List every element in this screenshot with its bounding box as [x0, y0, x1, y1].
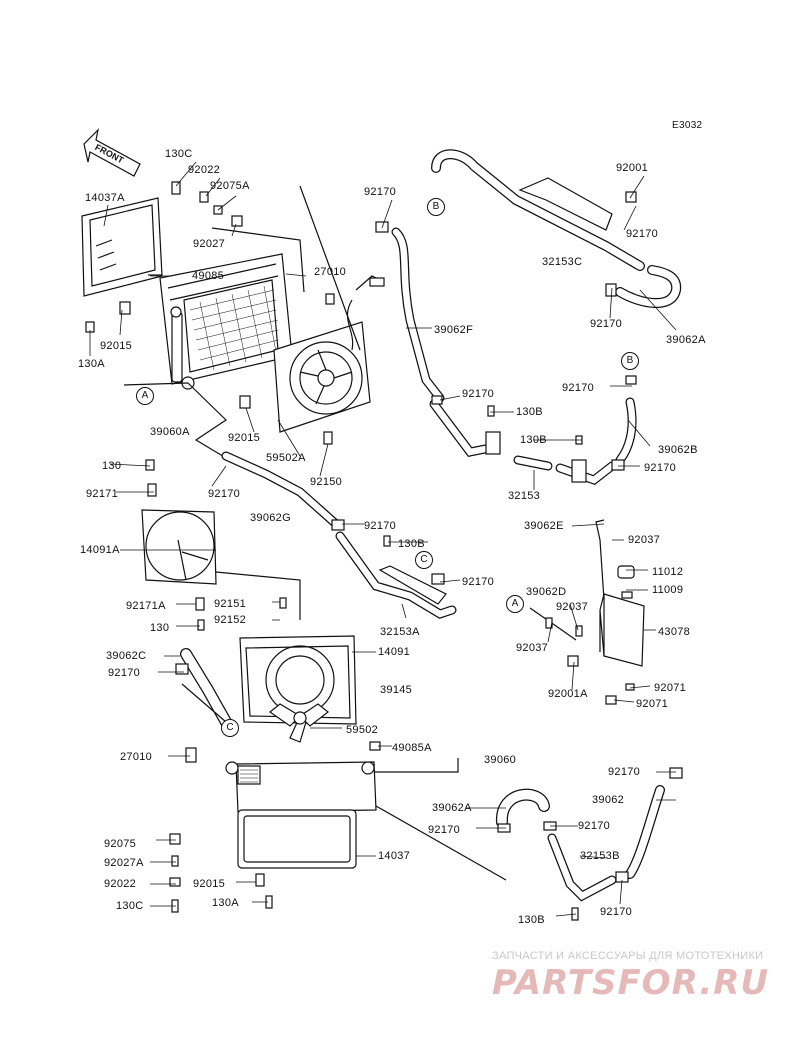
diagram-code: E3032 [672, 120, 703, 131]
callout-c: C [415, 551, 433, 569]
part-label: 39062 [592, 794, 625, 806]
part-label: 92150 [310, 476, 343, 488]
part-label: 49085A [392, 742, 432, 754]
part-label: 92170 [364, 520, 397, 532]
part-label: 92170 [608, 766, 641, 778]
part-label: 32153 [508, 490, 541, 502]
callout-a: A [506, 595, 524, 613]
part-label: 92037 [628, 534, 661, 546]
part-label: 39145 [380, 684, 413, 696]
part-label: 39062A [432, 802, 472, 814]
part-label: 130C [165, 148, 193, 160]
part-label: 39062D [526, 586, 567, 598]
part-label: 27010 [120, 751, 153, 763]
part-label: 92170 [428, 824, 461, 836]
part-label: 32153A [380, 626, 420, 638]
front-arrow-icon [83, 128, 141, 177]
callout-c: C [221, 719, 239, 737]
part-label: 92001 [616, 162, 649, 174]
part-label: 130 [102, 460, 122, 472]
part-label: 92170 [462, 388, 495, 400]
callout-b: B [427, 198, 445, 216]
part-label: 92171 [86, 488, 119, 500]
part-label: 59502 [346, 724, 379, 736]
part-label: 39062A [666, 334, 706, 346]
part-label: 39062E [524, 520, 564, 532]
part-label: 130C [116, 900, 144, 912]
part-label: 14091 [378, 646, 411, 658]
part-label: 92037 [516, 642, 549, 654]
part-label: 92170 [364, 186, 397, 198]
part-label: 92027 [193, 238, 226, 250]
part-label: 92170 [562, 382, 595, 394]
part-label: 92015 [193, 878, 226, 890]
part-label: 49085 [192, 270, 225, 282]
part-label: 39062B [658, 444, 698, 456]
callout-b: B [621, 352, 639, 370]
part-label: 39062F [434, 324, 474, 336]
part-label: 92075A [210, 180, 250, 192]
part-label: 92170 [578, 820, 611, 832]
part-label: 130B [520, 434, 547, 446]
part-label: 92151 [214, 598, 247, 610]
part-label: 92015 [100, 340, 133, 352]
callout-a: A [136, 387, 154, 405]
part-label: 39062G [250, 512, 291, 524]
part-label: 39062C [106, 650, 147, 662]
part-label: 92037 [556, 601, 589, 613]
part-label: 39060A [150, 426, 190, 438]
part-label: 92170 [600, 906, 633, 918]
part-label: 32153B [580, 850, 620, 862]
part-label: 130B [516, 406, 543, 418]
part-label: 14037A [85, 192, 125, 204]
part-label: 92075 [104, 838, 137, 850]
part-label: 39060 [484, 754, 517, 766]
part-label: 92071 [636, 698, 669, 710]
part-label: 92170 [590, 318, 623, 330]
part-label: 32153C [542, 256, 583, 268]
part-label: 27010 [314, 266, 347, 278]
part-label: 92152 [214, 614, 247, 626]
part-label: 92171A [126, 600, 166, 612]
part-label: 14037 [378, 850, 411, 862]
part-label: 130A [78, 358, 105, 370]
part-label: 14091A [80, 544, 120, 556]
part-label: 92022 [104, 878, 137, 890]
watermark-brand: PARTSFOR.RU [492, 963, 770, 1003]
part-label: 130A [212, 897, 239, 909]
part-label: 92170 [208, 488, 241, 500]
part-label: 59502A [266, 452, 306, 464]
part-label: 130B [398, 538, 425, 550]
part-label: 92170 [626, 228, 659, 240]
part-label: 92001A [548, 688, 588, 700]
part-label: 92022 [188, 164, 221, 176]
part-label: 92170 [462, 576, 495, 588]
part-label: 92071 [654, 682, 687, 694]
part-label: 130 [150, 622, 170, 634]
part-label: 92170 [108, 667, 141, 679]
part-label: 92015 [228, 432, 261, 444]
part-label: 11009 [652, 584, 684, 596]
watermark-caption: ЗАПЧАСТИ И АКСЕССУАРЫ ДЛЯ МОТОТЕХНИКИ [492, 950, 764, 962]
part-label: 43078 [658, 626, 691, 638]
part-label: 92027A [104, 857, 144, 869]
part-label: 11012 [652, 566, 684, 578]
part-label: 92170 [644, 462, 677, 474]
part-label: 130B [518, 914, 545, 926]
